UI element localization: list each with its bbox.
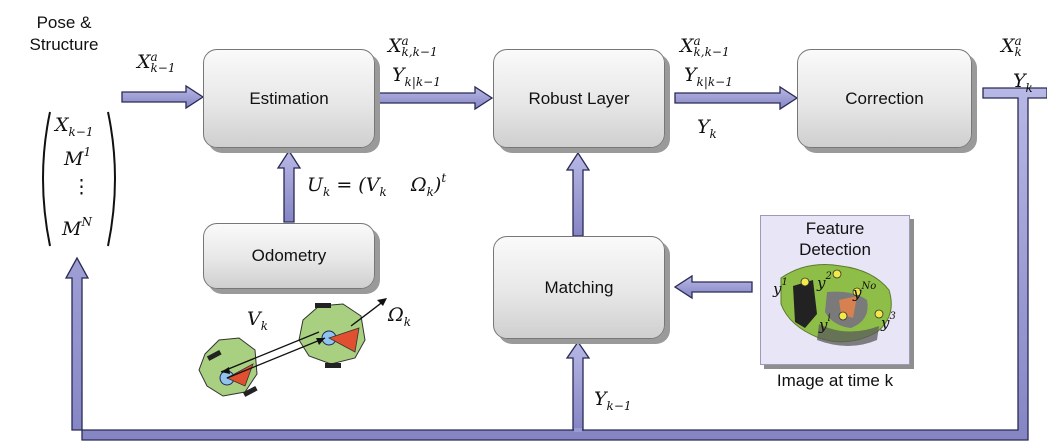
state-vector-x: Xk−1 [55,114,94,139]
label-y-output: Yk [1013,70,1033,95]
feature-detection-title: Feature Detection [799,219,871,259]
arrow-robust-correction [674,85,799,111]
feature-image-caption: Image at time k [776,371,894,390]
estimation-label: Estimation [249,88,329,108]
odometry-label: Odometry [251,246,327,265]
feature-point-y2: y2 [817,271,832,292]
estimation-box: Estimation [203,49,375,148]
label-y-prev: Yk−1 [594,388,632,413]
arrow-feature-matching [673,274,753,300]
correction-box: Correction [797,49,972,148]
state-vector-m1: M1 [64,145,92,170]
label-y-k: Yk [697,116,717,141]
feature-point-y3: y3 [881,311,896,332]
arrow-matching-robust [565,151,591,237]
label-y-predicted-1: Yk|k−1 [392,64,441,89]
robust-layer-label: Robust Layer [528,88,630,108]
arrow-odometry-estimation [276,149,302,223]
correction-label: Correction [845,88,924,108]
arrow-feedback-loop [64,87,1047,441]
robust-layer-box: Robust Layer [493,49,665,148]
feature-point-yi: yi [819,313,831,334]
arrow-estimation-robust [375,85,494,111]
matching-label: Matching [544,277,614,297]
arrow-input-estimation [121,84,205,110]
feature-point-yno: yNo [853,281,877,302]
robot-motion-illustration [198,298,387,397]
state-vector-brackets [42,111,116,247]
feature-image [780,264,892,346]
feature-point-y1: y1 [773,277,788,298]
odometry-box: Odometry [203,223,375,289]
feature-detection-panel: Feature Detection y1 y2 yNo yi y3 [760,215,910,365]
state-vector-ellipsis: ⋮ [72,176,91,198]
label-u-k: Uk = (Vk Ωk)t [307,171,447,199]
robot-current [298,303,366,368]
arrow-feedback-matching [565,340,591,431]
label-y-predicted-2: Yk|k−1 [684,64,733,89]
pose-structure-label: Pose & Structure [29,13,99,54]
label-v-k: Vk [247,308,269,333]
matching-box: Matching [493,236,665,339]
state-vector-mn: MN [62,215,92,240]
label-omega-k: Ωk [388,304,412,329]
